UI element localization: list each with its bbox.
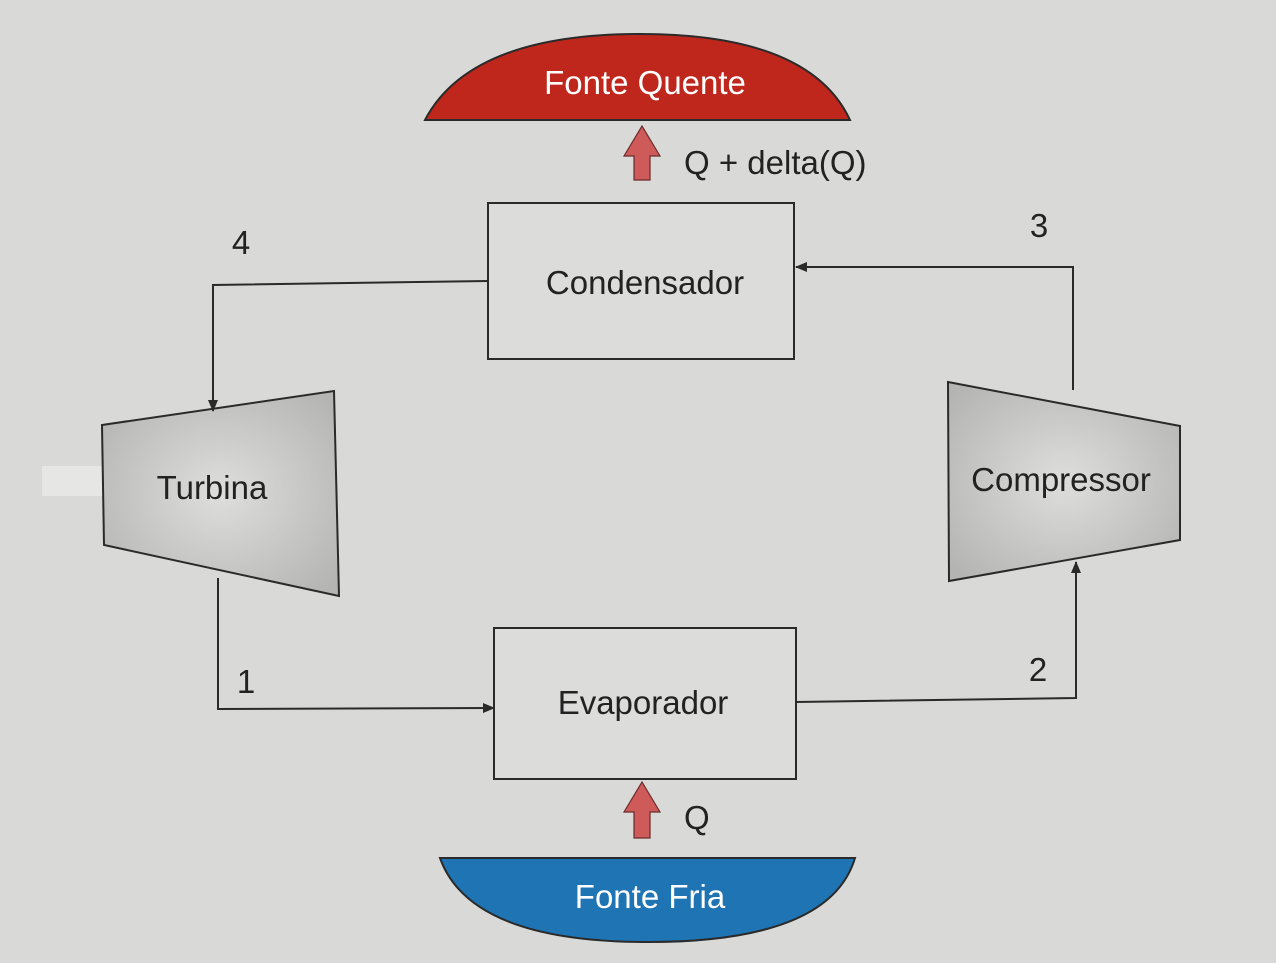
condenser-box (487, 202, 795, 360)
state-point-4: 4 (232, 224, 250, 261)
hot-source-shape (423, 32, 852, 121)
flow-line-evaporator-to-compressor (795, 561, 1081, 703)
heat-out-arrow-icon (622, 124, 662, 181)
state-point-1: 1 (237, 663, 255, 700)
hot-source-label: Fonte Quente (544, 64, 746, 101)
heat-in-label: Q (684, 799, 710, 836)
heat-in-arrow: Q (622, 780, 710, 839)
condenser: Condensador (487, 202, 795, 360)
turbine-shape (100, 389, 341, 598)
compressor-label: Compressor (971, 461, 1151, 498)
state-point-2: 2 (1029, 651, 1047, 688)
state-point-3: 3 (1030, 207, 1048, 244)
paper-patch (42, 466, 102, 496)
flow-line-condenser-to-turbine (208, 280, 489, 412)
condenser-label: Condensador (546, 264, 744, 301)
turbine: Turbina (100, 389, 341, 598)
evaporator-label: Evaporador (558, 684, 729, 721)
flow-line-turbine-to-evaporator (217, 578, 495, 714)
turbine-label: Turbina (157, 469, 268, 506)
cold-source: Fonte Fria (438, 857, 857, 944)
hot-source: Fonte Quente (423, 32, 852, 121)
cold-source-label: Fonte Fria (575, 878, 726, 915)
flow-line-compressor-to-condenser (795, 262, 1074, 390)
evaporator-box (493, 627, 797, 780)
cold-source-shape (438, 857, 857, 944)
heat-out-arrow: Q + delta(Q) (622, 124, 866, 181)
compressor: Compressor (946, 380, 1181, 583)
evaporator: Evaporador (493, 627, 797, 780)
compressor-shape (946, 380, 1181, 583)
heat-out-label: Q + delta(Q) (684, 144, 866, 181)
heat-in-arrow-icon (622, 780, 662, 839)
